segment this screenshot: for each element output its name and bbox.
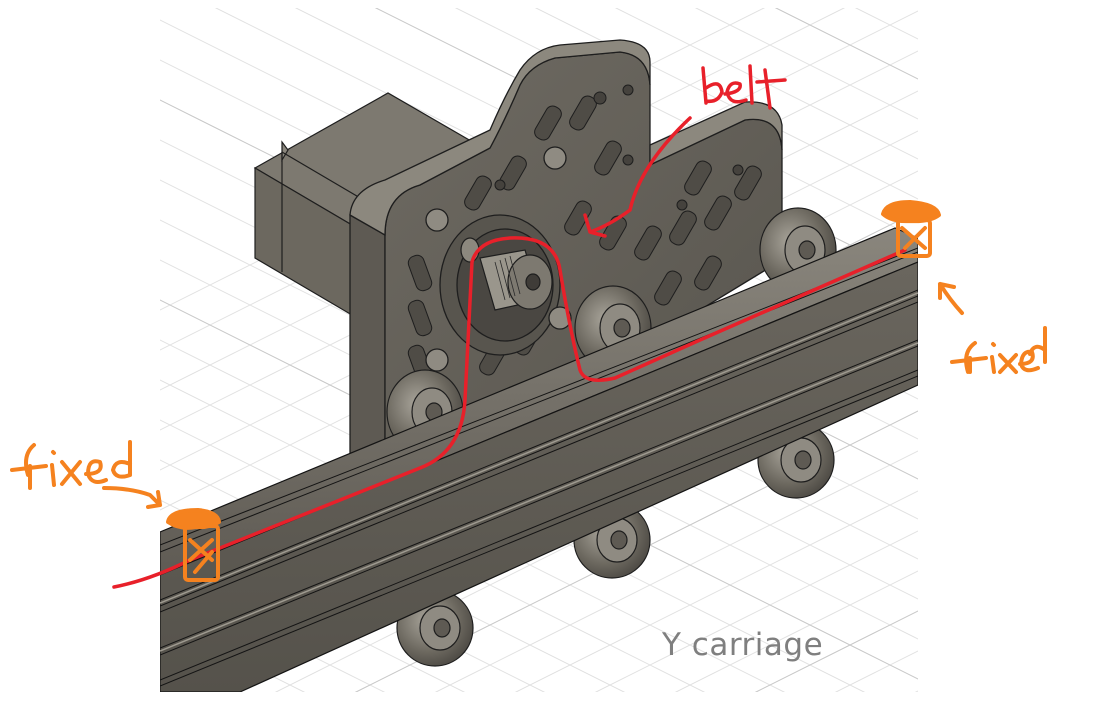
model-caption: Y carriage: [662, 627, 824, 663]
fixed-anchor-right: [881, 200, 941, 258]
fixed-anchor-left: [166, 508, 221, 582]
belt-pointer-arrow: [583, 116, 692, 238]
carriage-plate: [349, 39, 783, 471]
carriage-model: [160, 39, 918, 692]
gt2-pulley: [460, 237, 553, 311]
fixed-label-right: [938, 282, 1047, 374]
belt-label: [701, 64, 787, 110]
fixed-label-left: [10, 440, 162, 509]
aluminum-extrusion-rail: [160, 227, 918, 692]
upper-v-wheels: [386, 207, 837, 455]
